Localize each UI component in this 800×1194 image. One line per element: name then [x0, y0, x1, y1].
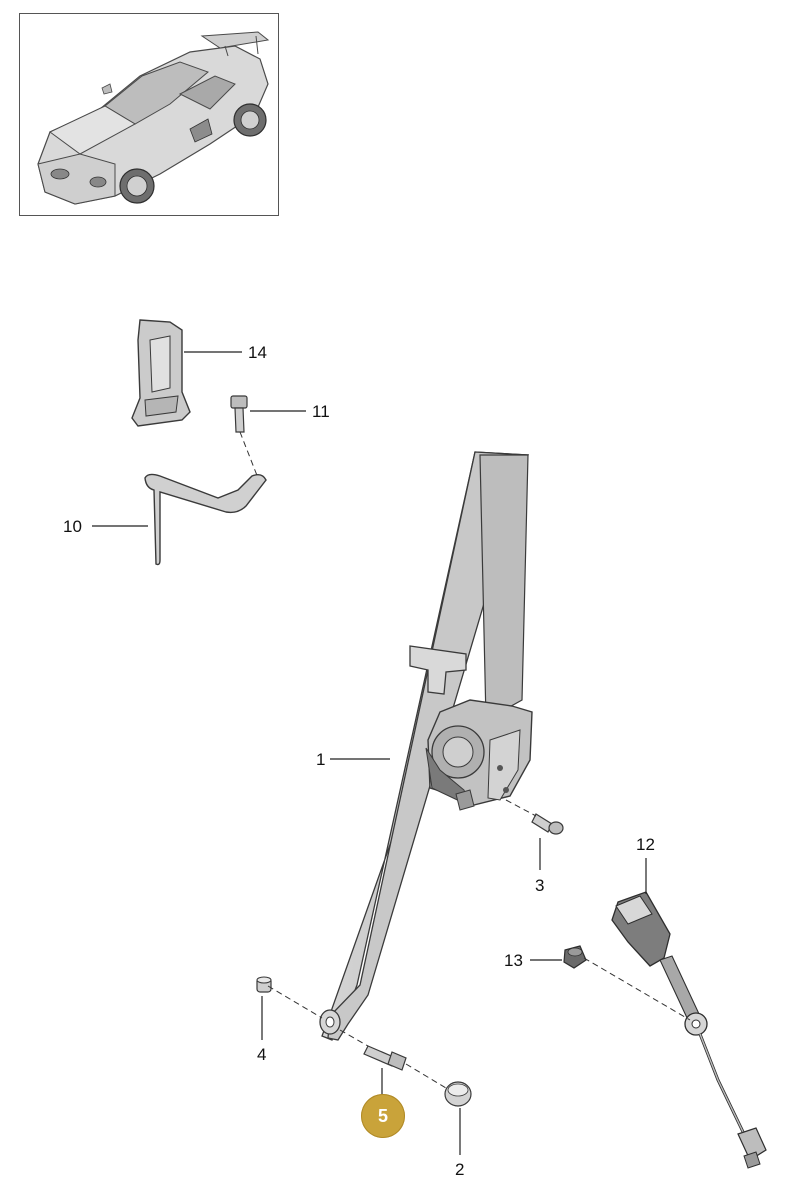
callout-12[interactable]: 12 — [636, 835, 655, 854]
part-2-cap — [444, 1081, 472, 1107]
part-1-seat-belt — [319, 451, 533, 1041]
part-4-spacer — [256, 976, 272, 993]
callout-14[interactable]: 14 — [248, 343, 267, 362]
part-3-bolt — [531, 813, 564, 835]
callout-10[interactable]: 10 — [63, 517, 82, 536]
callout-2[interactable]: 2 — [455, 1160, 465, 1179]
vehicle-overview-thumbnail — [19, 13, 279, 216]
part-14-belt-guide — [131, 319, 191, 427]
callout-11[interactable]: 11 — [312, 402, 330, 421]
leader-lines — [92, 351, 647, 1155]
callout-1[interactable]: 1 — [316, 750, 326, 769]
callout-3[interactable]: 3 — [535, 876, 545, 895]
part-11-bolt — [230, 395, 248, 433]
callout-4[interactable]: 4 — [257, 1045, 267, 1064]
callout-13[interactable]: 13 — [504, 951, 523, 970]
part-5-anchor-bolt — [363, 1045, 407, 1071]
part-13-nut — [563, 945, 587, 969]
assembly-lines — [239, 431, 691, 1089]
car-overview-icon — [37, 31, 270, 205]
part-10-rod — [144, 473, 267, 566]
callout-5-highlighted[interactable]: 5 — [361, 1094, 405, 1138]
part-12-buckle — [611, 891, 767, 1169]
